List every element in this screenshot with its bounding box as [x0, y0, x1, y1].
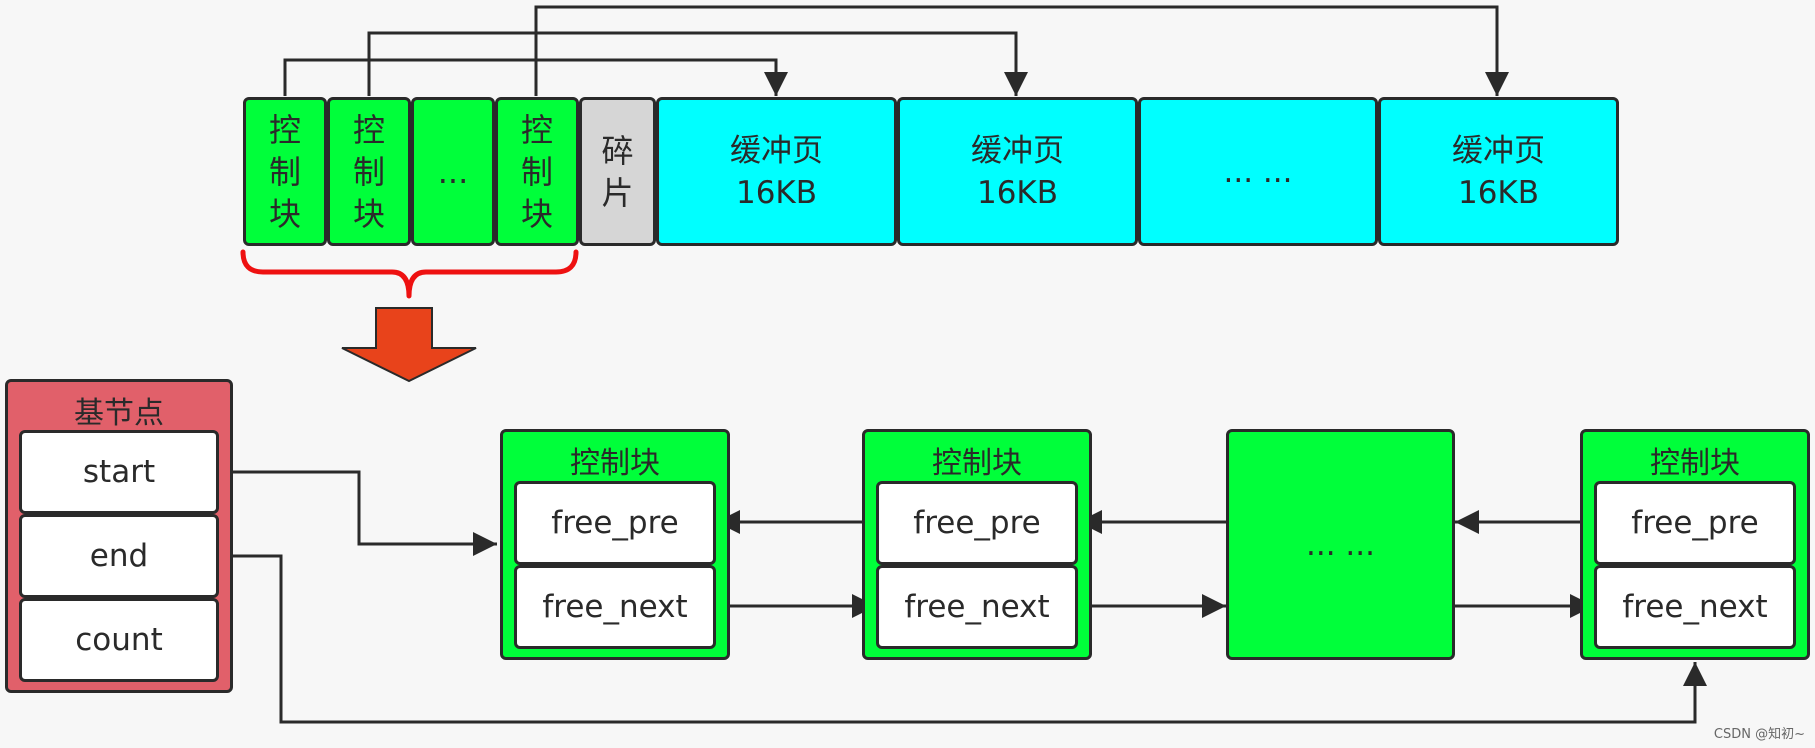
free-list-node-title: 控制块 [1650, 446, 1740, 481]
buffer-page-ellipsis: ... ... [1138, 97, 1378, 246]
buffer-page-2: 缓冲页 16KB [897, 97, 1138, 246]
control-block-1: 控 制 块 [243, 97, 327, 246]
base-node-end-field: end [19, 514, 219, 598]
node-2-free-next: free_next [876, 565, 1078, 649]
cb2-to-page2-arrow [367, 31, 1028, 96]
cb1-to-page1-arrow [283, 58, 788, 96]
control-block-3: 控 制 块 [495, 97, 579, 246]
node-2-free-pre: free_pre [876, 481, 1078, 565]
free-list-ellipsis-node: ... ... [1226, 429, 1455, 660]
fragment-block: 碎 片 [579, 97, 656, 246]
node-1-free-next: free_next [514, 565, 716, 649]
free-list-node-title: 控制块 [932, 446, 1022, 481]
buffer-page-1: 缓冲页 16KB [656, 97, 897, 246]
end-pointer-arrow [219, 554, 1707, 724]
base-node-start-field: start [19, 430, 219, 514]
down-arrow-icon [341, 307, 477, 383]
cb3-to-page4-arrow [534, 5, 1509, 96]
control-block-2: 控 制 块 [327, 97, 411, 246]
base-node-count-field: count [19, 598, 219, 682]
free-list-node-title: 控制块 [570, 446, 660, 481]
watermark: CSDN @知初~ [1713, 727, 1805, 742]
buffer-page-3: 缓冲页 16KB [1378, 97, 1619, 246]
control-blocks-brace [240, 249, 579, 299]
base-node-title: 基节点 [74, 396, 164, 431]
node-3-free-pre: free_pre [1594, 481, 1796, 565]
control-block-ellipsis: ... [411, 97, 495, 246]
node-1-free-pre: free_pre [514, 481, 716, 565]
start-pointer-arrow [219, 470, 497, 556]
node-3-free-next: free_next [1594, 565, 1796, 649]
